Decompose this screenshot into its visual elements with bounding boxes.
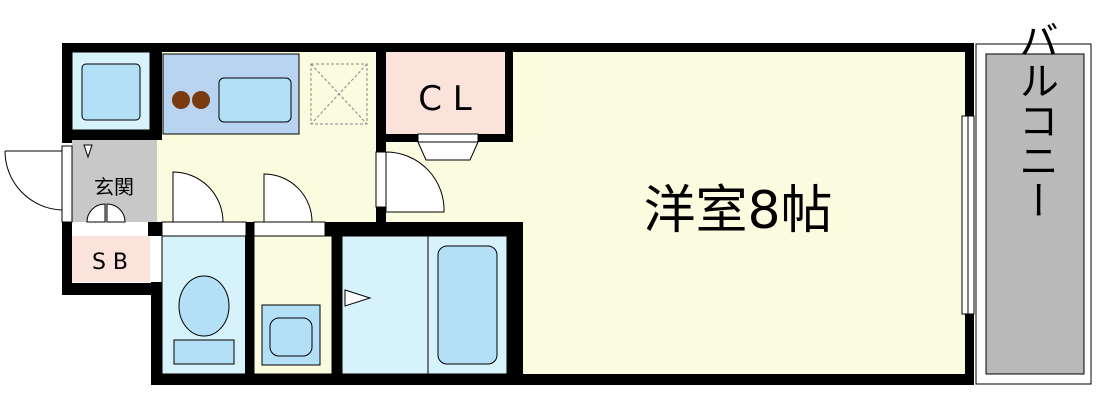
shoe-box-label: S B (92, 250, 128, 275)
door-swing-icon (4, 145, 73, 223)
toilet-icon (173, 275, 235, 365)
room-door (375, 151, 445, 213)
bathtub-inner (437, 245, 498, 365)
balcony-floor (985, 53, 1085, 375)
balcony-label: バルコニー (1012, 20, 1058, 220)
shoe-box-doors (83, 144, 126, 223)
closet-label: C L (418, 79, 472, 119)
washbasin-icon (261, 304, 321, 366)
stove-icon (172, 91, 210, 109)
shower-arrow (344, 289, 372, 307)
closet (382, 52, 510, 138)
entrance-label: 玄関 (94, 175, 134, 199)
western-room-floor (512, 52, 967, 374)
walls (62, 43, 974, 385)
washing-machine-pan-icon (310, 63, 368, 125)
western-room-label: 洋室8帖 (643, 181, 832, 241)
toilet-door (161, 171, 247, 237)
sink-icon (81, 63, 141, 121)
shoe-box (70, 236, 150, 282)
kitchen-sink-icon (218, 77, 292, 123)
balcony-window (961, 115, 975, 315)
closet-door (417, 133, 479, 161)
washroom-door (253, 173, 326, 237)
